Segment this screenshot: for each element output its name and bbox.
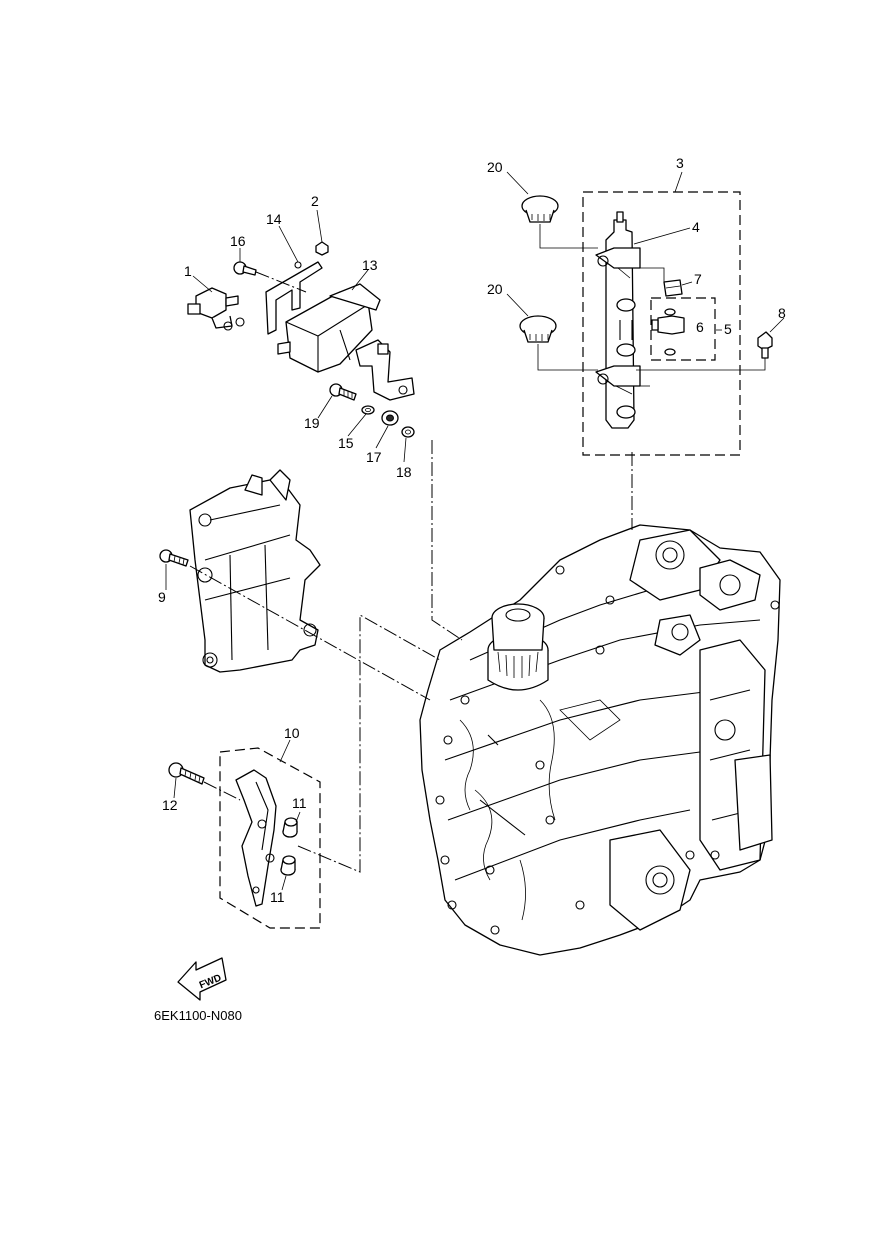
callout-19: 19 xyxy=(304,415,320,431)
bracket-19-assembly xyxy=(355,339,415,401)
callout-1: 1 xyxy=(184,263,192,279)
callout-2: 2 xyxy=(311,193,319,209)
solenoid-valve-1 xyxy=(187,287,245,331)
bracket-group-10 xyxy=(219,747,321,929)
washer-15 xyxy=(361,405,375,415)
bolt-9 xyxy=(159,549,189,567)
callout-17: 17 xyxy=(366,449,382,465)
callout-12: 12 xyxy=(162,797,178,813)
callout-5: 5 xyxy=(724,321,732,337)
callout-3: 3 xyxy=(676,155,684,171)
flywheel-hub xyxy=(487,603,621,741)
callout-20-lower: 20 xyxy=(487,281,503,297)
canister-13 xyxy=(277,283,381,373)
callout-7: 7 xyxy=(694,271,702,287)
callout-15: 15 xyxy=(338,435,354,451)
bolt-16 xyxy=(233,261,257,276)
callout-18: 18 xyxy=(396,464,412,480)
callout-11-lower: 11 xyxy=(270,889,285,905)
diagram-code: 6EK1100-N080 xyxy=(154,1008,242,1023)
callout-labels: 1 2 3 4 5 6 7 8 9 10 11 11 12 13 14 15 1… xyxy=(158,155,786,905)
throttle-body-bracket xyxy=(189,469,321,673)
bolt-8 xyxy=(757,331,773,359)
hose-clamp-20-upper xyxy=(521,195,559,223)
callout-6: 6 xyxy=(696,319,704,335)
callout-13: 13 xyxy=(362,257,378,273)
hose-clamp-20-lower xyxy=(519,315,557,343)
callout-9: 9 xyxy=(158,589,166,605)
collar-18 xyxy=(401,426,415,438)
callout-4: 4 xyxy=(692,219,700,235)
fuel-rail-group xyxy=(582,191,741,456)
grommet-17 xyxy=(381,410,399,426)
callout-16: 16 xyxy=(230,233,246,249)
callout-8: 8 xyxy=(778,305,786,321)
callout-20-upper: 20 xyxy=(487,159,503,175)
engine-block xyxy=(419,524,781,956)
collar-11-lower xyxy=(280,855,296,876)
collar-11-upper xyxy=(282,817,298,838)
callout-11-upper: 11 xyxy=(292,795,307,811)
callout-14: 14 xyxy=(266,211,282,227)
bolt-19 xyxy=(329,383,357,401)
bolt-12 xyxy=(168,762,205,785)
callout-leaders xyxy=(165,171,785,891)
fwd-arrow-icon: FWD xyxy=(177,957,227,1001)
leader-lines xyxy=(189,224,766,873)
callout-10: 10 xyxy=(284,725,300,741)
bolt-2 xyxy=(315,241,329,256)
